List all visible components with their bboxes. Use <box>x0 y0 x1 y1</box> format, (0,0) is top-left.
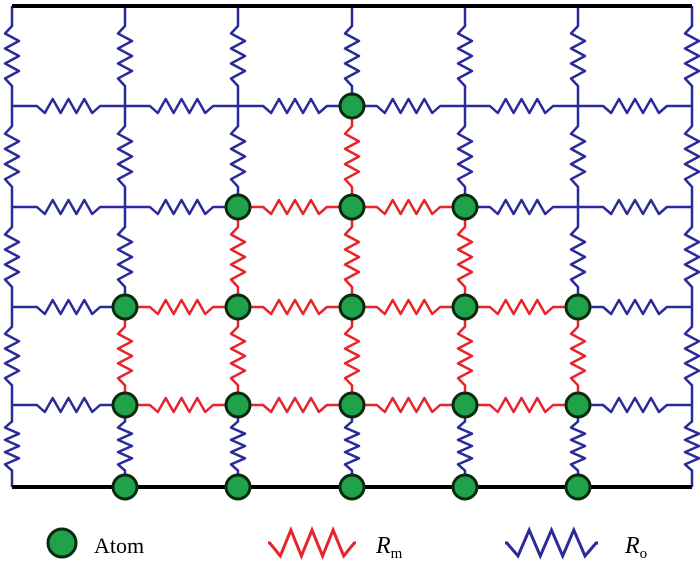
ro-spring <box>229 405 247 487</box>
ro-spring <box>229 106 247 207</box>
legend-atom-label: Atom <box>94 533 144 558</box>
ro-spring <box>569 405 587 487</box>
atom <box>111 473 139 501</box>
ro-spring <box>12 198 125 216</box>
legend-rm-subscript: m <box>391 546 403 562</box>
ro-spring <box>569 207 587 307</box>
spring-layer <box>3 6 700 487</box>
ro-spring <box>125 97 238 115</box>
rm-spring <box>229 207 247 307</box>
rm-spring <box>465 298 578 316</box>
atom-layer <box>111 92 592 501</box>
ro-spring <box>683 207 700 307</box>
atom <box>564 473 592 501</box>
rm-spring <box>229 307 247 405</box>
ro-spring <box>3 307 21 405</box>
legend-ro-letter: R <box>624 533 640 559</box>
rm-spring <box>456 307 474 405</box>
atom <box>111 391 139 419</box>
atom <box>451 391 479 419</box>
ro-spring <box>456 405 474 487</box>
ro-spring <box>465 198 578 216</box>
atom <box>338 293 366 321</box>
ro-spring <box>343 405 361 487</box>
rm-spring <box>343 307 361 405</box>
ro-spring <box>578 97 692 115</box>
atom <box>338 92 366 120</box>
rm-spring <box>125 298 238 316</box>
rm-spring <box>343 207 361 307</box>
rm-spring <box>238 298 352 316</box>
rm-spring <box>352 396 465 414</box>
ro-spring <box>352 97 465 115</box>
rm-spring <box>569 307 587 405</box>
atom <box>111 293 139 321</box>
ro-spring <box>456 6 474 106</box>
ro-spring <box>683 307 700 405</box>
ro-spring <box>683 106 700 207</box>
legend-atom-icon <box>46 527 78 559</box>
ro-spring <box>12 97 125 115</box>
legend-rm-spring-icon <box>268 526 356 560</box>
atom <box>451 293 479 321</box>
ro-spring <box>465 97 578 115</box>
ro-spring <box>683 405 700 487</box>
rm-spring <box>125 396 238 414</box>
ro-spring <box>569 6 587 106</box>
ro-spring <box>116 207 134 307</box>
atom <box>451 473 479 501</box>
legend-ro-subscript: o <box>640 546 648 562</box>
ro-spring <box>116 6 134 106</box>
atom <box>224 193 252 221</box>
ro-spring <box>3 106 21 207</box>
ro-spring <box>116 405 134 487</box>
rm-spring <box>465 396 578 414</box>
ro-spring <box>3 6 21 106</box>
ro-spring <box>12 298 125 316</box>
atom <box>451 193 479 221</box>
atom <box>224 293 252 321</box>
rm-spring <box>238 396 352 414</box>
ro-spring <box>343 6 361 106</box>
ro-spring <box>683 6 700 106</box>
rm-spring <box>343 106 361 207</box>
ro-spring <box>3 405 21 487</box>
atom <box>224 473 252 501</box>
ro-spring <box>12 396 125 414</box>
ro-spring <box>116 106 134 207</box>
atom <box>338 193 366 221</box>
atom <box>338 391 366 419</box>
ro-spring <box>125 198 238 216</box>
atom <box>564 391 592 419</box>
rm-spring <box>352 298 465 316</box>
legend-ro-spring-icon <box>505 526 598 560</box>
ro-spring <box>238 97 352 115</box>
legend: Atom Rm Ro <box>46 526 647 562</box>
ro-spring <box>569 106 587 207</box>
rm-spring <box>456 207 474 307</box>
ro-spring <box>229 6 247 106</box>
ro-spring <box>3 207 21 307</box>
rm-spring <box>116 307 134 405</box>
ro-spring <box>578 298 692 316</box>
ro-spring <box>578 396 692 414</box>
atom <box>224 391 252 419</box>
rm-spring <box>238 198 352 216</box>
rm-spring <box>352 198 465 216</box>
legend-rm-label: Rm <box>375 533 403 562</box>
ro-spring <box>456 106 474 207</box>
ro-spring <box>578 198 692 216</box>
atom <box>338 473 366 501</box>
atom <box>564 293 592 321</box>
legend-ro-label: Ro <box>624 533 647 562</box>
legend-rm-letter: R <box>375 533 391 559</box>
